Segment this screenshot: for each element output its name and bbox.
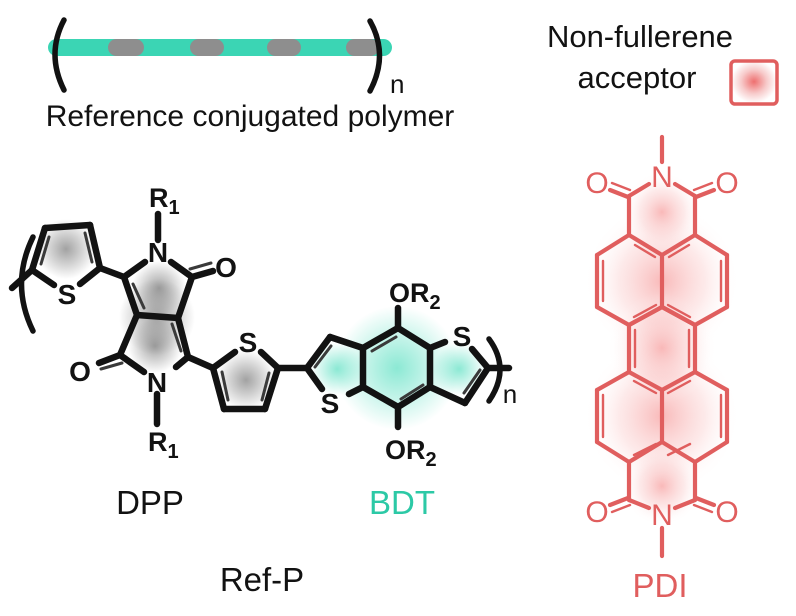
polymer-dash — [267, 39, 301, 56]
refp-bonds — [8, 210, 513, 431]
pdi-oxygen-label-bottom-right: O — [715, 496, 738, 529]
nfa-label-line2: acceptor — [578, 60, 697, 95]
polymer-dashes — [108, 39, 379, 56]
refp-open-paren — [18, 234, 36, 334]
nfa-swatch-icon — [729, 59, 779, 106]
or2-label-bottom: OR2 — [385, 435, 437, 471]
sulfur-label-left-thiophene: S — [58, 279, 77, 310]
r1-label-bottom: R1 — [148, 427, 179, 463]
sulfur-label-mid-thiophene: S — [239, 327, 258, 358]
pdi-bonds — [594, 134, 730, 559]
nitrogen-label-top: N — [148, 237, 168, 268]
bdt-teal-glow — [335, 306, 459, 430]
polymer-dash — [108, 39, 144, 56]
polymer-dash — [190, 39, 224, 56]
nitrogen-label-bottom: N — [147, 367, 167, 398]
pdi-oxygen-label-top-left: O — [585, 167, 608, 200]
pdi-nitrogen-label-top: N — [651, 161, 673, 194]
polymer-close-paren — [367, 18, 383, 94]
pdi-atom-labels: N N O O O O — [585, 161, 738, 532]
oxygen-label-top: O — [215, 252, 237, 283]
pdi-oxygen-label-bottom-left: O — [585, 496, 608, 529]
refp-close-paren — [486, 336, 503, 404]
polymer-caption: Reference conjugated polymer — [46, 100, 455, 133]
refp-title: Ref-P — [220, 561, 304, 598]
dpp-label: DPP — [116, 484, 184, 521]
refp-n-subscript: n — [503, 379, 517, 409]
pdi-oxygen-label-top-right: O — [715, 167, 738, 200]
pdi-ring-shading — [584, 172, 740, 526]
pdi-nitrogen-label-bottom: N — [651, 499, 673, 532]
refp-atom-labels: S S S S N N O O R1 R1 OR2 OR2 — [58, 183, 472, 471]
sulfur-label-bdt-right: S — [453, 321, 472, 352]
nfa-label-line1: Non-fullerene — [547, 19, 733, 54]
reference-polymer-schematic: n Reference conjugated polymer — [46, 17, 455, 133]
sulfur-label-bdt-left: S — [321, 388, 340, 419]
r1-label-top: R1 — [149, 183, 180, 219]
polymer-n-subscript: n — [390, 69, 404, 99]
pdi-label: PDI — [632, 567, 687, 604]
bdt-label: BDT — [369, 484, 435, 521]
oxygen-label-bottom: O — [69, 356, 91, 387]
or2-label-top: OR2 — [389, 278, 441, 314]
nfa-legend: Non-fullerene acceptor — [547, 19, 779, 106]
polymer-dash — [346, 39, 379, 56]
polymer-open-paren — [52, 17, 67, 93]
